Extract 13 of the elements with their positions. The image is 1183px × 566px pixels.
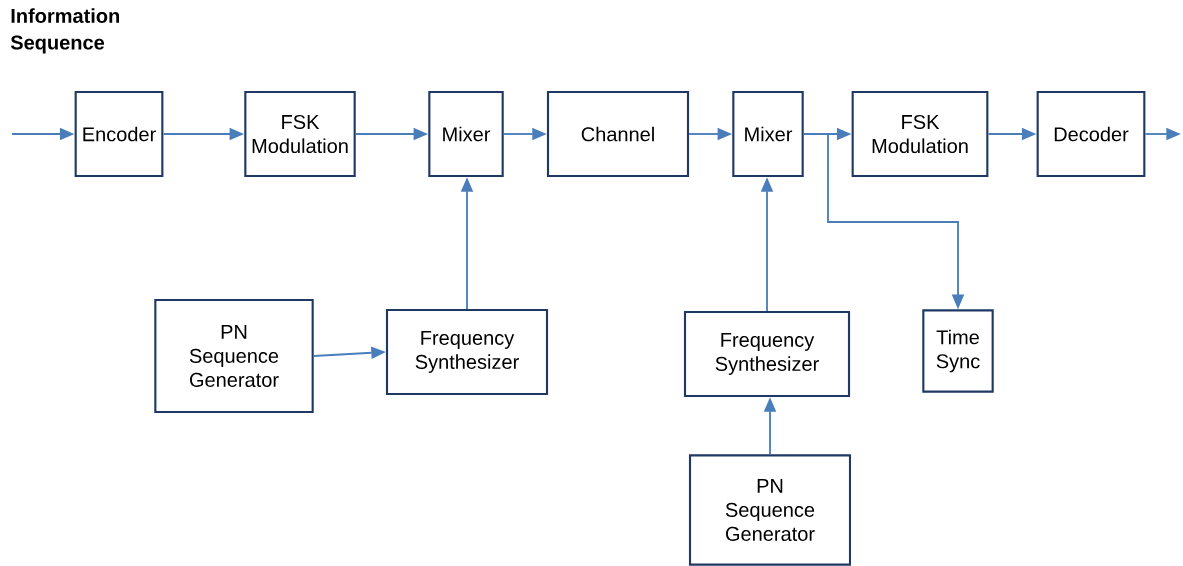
process-box: Encoder: [74, 90, 164, 178]
process-box: Channel: [546, 90, 690, 178]
process-box: Mixer: [732, 90, 804, 178]
process-box: Time Sync: [922, 309, 994, 393]
process-box: FSK Modulation: [851, 90, 989, 178]
process-box: Decoder: [1036, 90, 1146, 178]
process-box: PN Sequence Generator: [154, 298, 314, 414]
process-box: FSK Modulation: [244, 90, 356, 178]
process-box: Frequency Synthesizer: [683, 310, 851, 398]
process-box: Mixer: [428, 90, 504, 178]
process-box: PN Sequence Generator: [688, 454, 852, 566]
title-label: Information Sequence: [10, 8, 120, 54]
process-box: Frequency Synthesizer: [385, 308, 549, 396]
